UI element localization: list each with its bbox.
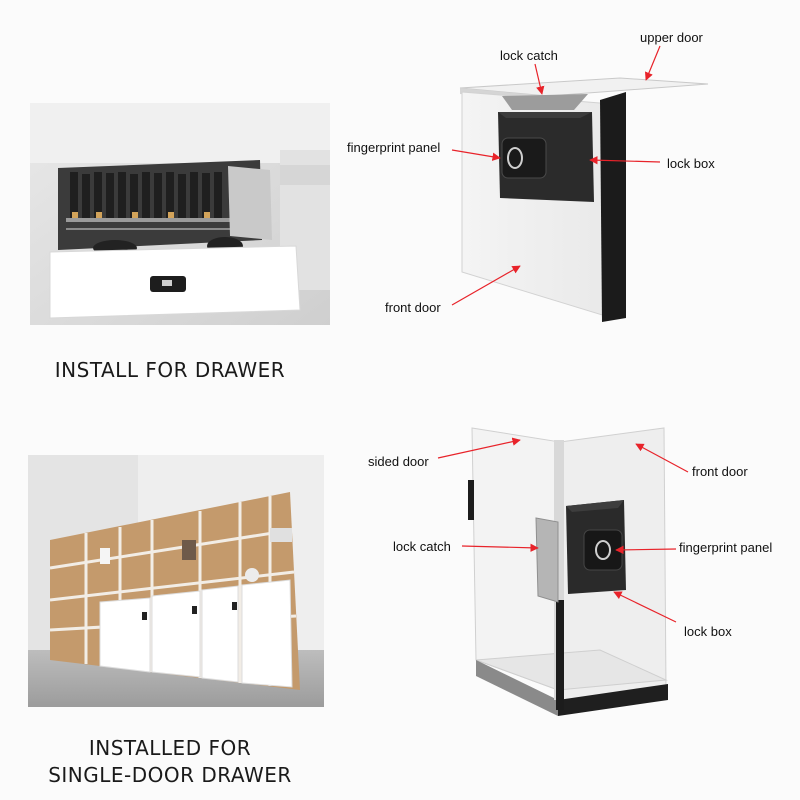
label-sided-door: sided door	[368, 454, 429, 469]
label-lock-box-2: lock box	[684, 624, 732, 639]
caption-install-for-drawer: INSTALL FOR DRAWER	[54, 358, 286, 382]
label-front-door: front door	[385, 300, 441, 315]
drawer-photo	[30, 103, 330, 325]
label-lock-catch-2: lock catch	[393, 539, 451, 554]
caption-line-1: INSTALLED FOR	[88, 736, 252, 760]
single-door-lock-diagram	[437, 427, 689, 716]
label-fingerprint-panel-2: fingerprint panel	[679, 540, 773, 555]
caption-installed-for-single-door-drawer: INSTALLED FOR SINGLE-DOOR DRAWER	[20, 735, 320, 789]
label-upper-door: upper door	[640, 30, 703, 45]
caption-line-2: SINGLE-DOOR DRAWER	[48, 763, 292, 787]
bookshelf-photo	[28, 455, 324, 707]
label-fingerprint-panel: fingerprint panel	[347, 140, 441, 155]
label-lock-box: lock box	[667, 156, 715, 171]
label-lock-catch: lock catch	[500, 48, 558, 63]
drawer-lock-diagram	[451, 45, 709, 322]
label-front-door-2: front door	[692, 464, 748, 479]
